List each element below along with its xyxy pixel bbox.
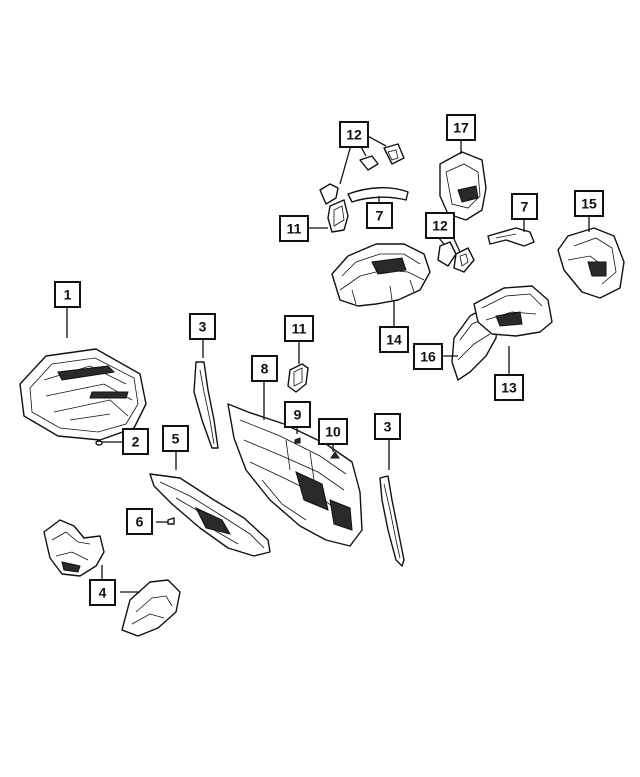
plug-top-c xyxy=(319,183,339,205)
clip-small-b xyxy=(330,451,340,459)
callout-16: 16 xyxy=(413,343,443,370)
callout-6: 6 xyxy=(126,508,153,535)
callout-label: 12 xyxy=(432,218,448,234)
callout-label: 7 xyxy=(521,199,529,215)
plug-mid-a xyxy=(437,241,457,267)
callout-label: 4 xyxy=(99,585,107,601)
clip-fastener xyxy=(95,440,103,446)
callout-label: 16 xyxy=(420,349,436,365)
dash-silencer-strip-left xyxy=(193,361,219,449)
callout-label: 5 xyxy=(172,431,180,447)
callout-label: 12 xyxy=(346,127,362,143)
callout-label: 1 xyxy=(64,287,72,303)
callout-12-upper: 12 xyxy=(339,121,369,148)
callout-label: 8 xyxy=(261,361,269,377)
clip-small-a xyxy=(294,437,301,444)
callout-label: 13 xyxy=(501,380,517,396)
callout-17: 17 xyxy=(446,114,476,141)
callout-1: 1 xyxy=(54,281,81,308)
air-duct-right xyxy=(487,227,535,247)
callout-label: 7 xyxy=(376,208,384,224)
side-panel-outer xyxy=(473,285,553,337)
callout-10: 10 xyxy=(318,418,348,445)
callout-9: 9 xyxy=(284,401,311,428)
callout-label: 17 xyxy=(453,120,469,136)
callout-label: 11 xyxy=(287,221,302,237)
small-fastener xyxy=(167,517,175,525)
leader-lines xyxy=(66,133,590,593)
plug-top-a xyxy=(359,155,379,171)
callout-8: 8 xyxy=(251,355,278,382)
grommet-mid xyxy=(287,363,309,393)
callout-2: 2 xyxy=(122,428,149,455)
callout-label: 15 xyxy=(581,196,597,212)
callout-label: 2 xyxy=(132,434,140,450)
callout-11-upper: 11 xyxy=(279,215,309,242)
plug-mid-b xyxy=(453,247,475,273)
wheelhouse-insulator xyxy=(331,243,431,307)
lower-insulator-upper xyxy=(43,519,105,577)
callout-label: 3 xyxy=(199,319,207,335)
lower-insulator-lower xyxy=(121,579,181,637)
plug-top-b xyxy=(383,143,405,165)
callout-14: 14 xyxy=(379,326,409,353)
callout-3-left: 3 xyxy=(189,313,216,340)
callout-label: 9 xyxy=(294,407,302,423)
callout-15: 15 xyxy=(574,190,604,217)
grommet-left xyxy=(327,199,349,233)
dash-silencer-strip-right xyxy=(379,475,405,567)
cowl-panel xyxy=(149,473,271,557)
upper-trim-panel xyxy=(439,151,487,221)
callout-3-right: 3 xyxy=(374,413,401,440)
callout-5: 5 xyxy=(162,425,189,452)
callout-label: 11 xyxy=(292,321,307,337)
callout-label: 10 xyxy=(325,424,341,440)
callout-11-lower: 11 xyxy=(284,315,314,342)
callout-7-left: 7 xyxy=(366,202,393,229)
callout-label: 6 xyxy=(136,514,144,530)
callout-12-lower: 12 xyxy=(425,212,455,239)
callout-label: 3 xyxy=(384,419,392,435)
air-duct-left xyxy=(347,187,409,203)
callout-label: 14 xyxy=(386,332,402,348)
callout-7-right: 7 xyxy=(511,193,538,220)
callout-13: 13 xyxy=(494,374,524,401)
callout-4: 4 xyxy=(89,579,116,606)
hood-insulator-pad xyxy=(19,348,147,441)
rear-insulator xyxy=(557,227,625,299)
